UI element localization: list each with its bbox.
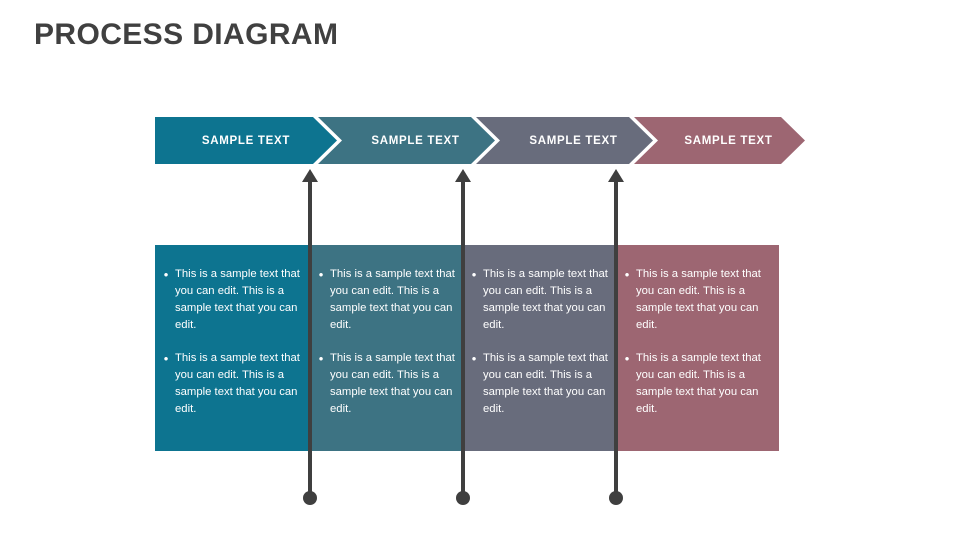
arrow-up-icon	[455, 169, 471, 182]
bullet-item: • This is a sample text that you can edi…	[616, 350, 779, 418]
connector-shaft	[461, 180, 465, 495]
bullet-text: This is a sample text that you can edit.…	[330, 352, 455, 415]
bullet-marker: •	[471, 267, 477, 282]
bullet-marker: •	[624, 351, 630, 366]
chevron-step-4-label: SAMPLE TEXT	[684, 134, 773, 147]
connector-arrow-3	[606, 169, 626, 505]
bullet-item: • This is a sample text that you can edi…	[310, 266, 462, 334]
bullet-text: This is a sample text that you can edit.…	[636, 352, 761, 415]
content-column-4[interactable]: • This is a sample text that you can edi…	[616, 245, 779, 451]
bullet-text: This is a sample text that you can edit.…	[175, 268, 300, 331]
connector-arrow-2	[453, 169, 473, 505]
arrow-up-icon	[608, 169, 624, 182]
bullet-text: This is a sample text that you can edit.…	[330, 268, 455, 331]
bullet-item: • This is a sample text that you can edi…	[155, 266, 309, 334]
bullet-item: • This is a sample text that you can edi…	[616, 266, 779, 334]
connector-endpoint-dot	[303, 491, 317, 505]
chevron-process-banner: SAMPLE TEXT SAMPLE TEXT SAMPLE TEXT SAMP…	[155, 117, 805, 164]
bullet-text: This is a sample text that you can edit.…	[636, 268, 761, 331]
content-column-3[interactable]: • This is a sample text that you can edi…	[463, 245, 615, 451]
connector-arrow-1	[300, 169, 320, 505]
bullet-marker: •	[318, 267, 324, 282]
chevron-step-4[interactable]: SAMPLE TEXT	[634, 117, 805, 164]
chevron-step-1[interactable]: SAMPLE TEXT	[155, 117, 337, 164]
bullet-item: • This is a sample text that you can edi…	[463, 266, 615, 334]
chevron-step-3[interactable]: SAMPLE TEXT	[476, 117, 653, 164]
bullet-marker: •	[163, 267, 169, 282]
content-column-1[interactable]: • This is a sample text that you can edi…	[155, 245, 309, 451]
bullet-item: • This is a sample text that you can edi…	[310, 350, 462, 418]
chevron-step-1-label: SAMPLE TEXT	[201, 134, 291, 147]
chevron-step-3-label: SAMPLE TEXT	[529, 134, 618, 147]
chevron-step-2-label: SAMPLE TEXT	[371, 134, 460, 147]
bullet-text: This is a sample text that you can edit.…	[175, 352, 300, 415]
page-title: PROCESS DIAGRAM	[34, 18, 339, 51]
bullet-item: • This is a sample text that you can edi…	[463, 350, 615, 418]
bullet-text: This is a sample text that you can edit.…	[483, 268, 608, 331]
bullet-marker: •	[318, 351, 324, 366]
content-columns: • This is a sample text that you can edi…	[155, 245, 779, 451]
arrow-up-icon	[302, 169, 318, 182]
bullet-marker: •	[624, 267, 630, 282]
bullet-marker: •	[471, 351, 477, 366]
bullet-item: • This is a sample text that you can edi…	[155, 350, 309, 418]
connector-endpoint-dot	[456, 491, 470, 505]
connector-shaft	[308, 180, 312, 495]
chevron-step-2[interactable]: SAMPLE TEXT	[318, 117, 495, 164]
connector-endpoint-dot	[609, 491, 623, 505]
bullet-marker: •	[163, 351, 169, 366]
bullet-text: This is a sample text that you can edit.…	[483, 352, 608, 415]
content-column-2[interactable]: • This is a sample text that you can edi…	[310, 245, 462, 451]
connector-shaft	[614, 180, 618, 495]
